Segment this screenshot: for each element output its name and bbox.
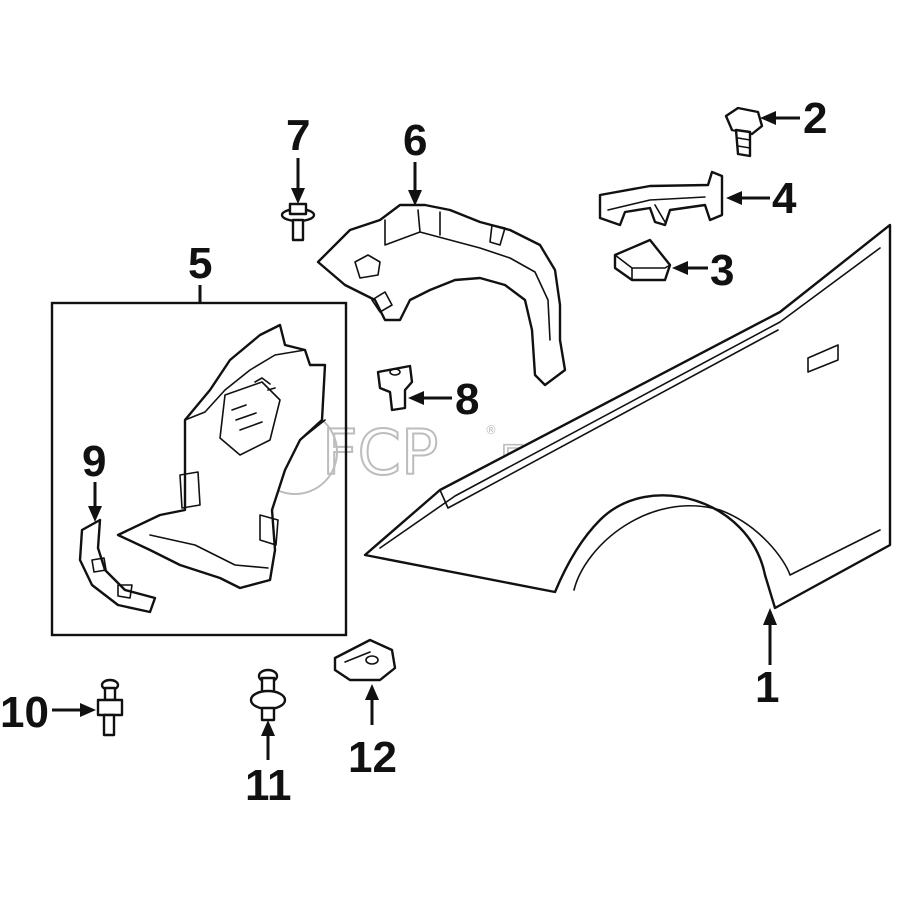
part-7-screw[interactable] <box>280 202 316 242</box>
arrow-8-head <box>408 391 424 405</box>
part-2-bolt[interactable] <box>724 106 764 158</box>
callout-5[interactable]: 5 <box>188 239 212 288</box>
part-9-liner-strip[interactable] <box>78 518 157 614</box>
leader-arrows <box>52 111 800 760</box>
callout-labels: 1 2 3 4 5 6 7 8 9 10 11 12 <box>0 94 827 810</box>
callout-7[interactable]: 7 <box>286 111 310 160</box>
part-3-bracket[interactable] <box>613 238 672 282</box>
arrow-7-head <box>291 188 305 204</box>
arrow-6-head <box>408 190 422 206</box>
watermark-registered: ® <box>485 423 497 437</box>
arrow-2-head <box>760 111 776 125</box>
callout-12[interactable]: 12 <box>348 733 397 782</box>
arrow-10-head <box>80 703 96 717</box>
callout-1[interactable]: 1 <box>755 663 779 712</box>
part-8-clip[interactable] <box>376 364 414 412</box>
arrow-4-head <box>726 191 742 205</box>
callout-3[interactable]: 3 <box>710 246 734 295</box>
part-10-rivet[interactable] <box>96 678 124 737</box>
arrow-9-head <box>88 506 102 522</box>
arrow-11-head <box>261 720 275 736</box>
callout-6[interactable]: 6 <box>403 116 427 165</box>
callout-10[interactable]: 10 <box>0 688 49 737</box>
arrow-1-head <box>763 608 777 625</box>
watermark-brand: FCP <box>322 416 438 489</box>
part-6-fender-liner[interactable] <box>316 203 567 387</box>
arrow-3-head <box>672 261 688 275</box>
callout-11[interactable]: 11 <box>245 761 292 810</box>
arrow-12-head <box>365 684 379 700</box>
callout-4[interactable]: 4 <box>772 174 797 223</box>
part-4-bracket[interactable] <box>598 170 724 227</box>
part-1-fender[interactable] <box>363 223 892 610</box>
part-11-screw[interactable] <box>249 668 287 722</box>
callout-8[interactable]: 8 <box>455 375 479 424</box>
callout-9[interactable]: 9 <box>82 437 106 486</box>
callout-2[interactable]: 2 <box>803 94 827 143</box>
part-12-clip-nut[interactable] <box>333 638 397 682</box>
